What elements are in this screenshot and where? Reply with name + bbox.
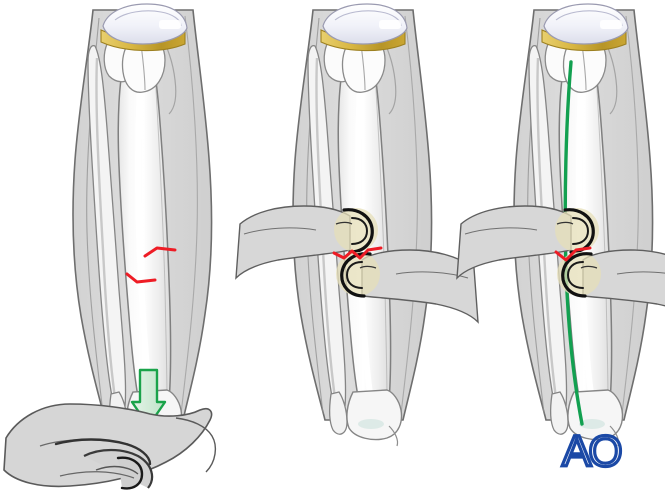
panel-2-fracture-line (332, 246, 383, 260)
panel-3-fracture-line (554, 246, 592, 262)
panel-1-fracture-line (125, 246, 177, 284)
fracture-reduced (554, 246, 592, 262)
panel-2 (234, 4, 480, 446)
left-hand-palm (3, 403, 213, 488)
fracture-zigzag (332, 246, 383, 260)
fracture-distal-edge (143, 246, 177, 258)
ao-logo: AO (560, 425, 626, 477)
palm-crease-2 (59, 471, 135, 479)
right-hand-edge (175, 417, 217, 473)
fingernail-outline (116, 456, 144, 490)
panel-3: AO (455, 4, 665, 478)
ao-logo-text: AO (562, 427, 621, 476)
index-finger-outline (54, 438, 152, 466)
panel-1-grip-hands (3, 403, 217, 490)
fracture-proximal-edge (125, 272, 157, 284)
panel-1 (3, 4, 217, 490)
finger-crease (95, 465, 139, 475)
